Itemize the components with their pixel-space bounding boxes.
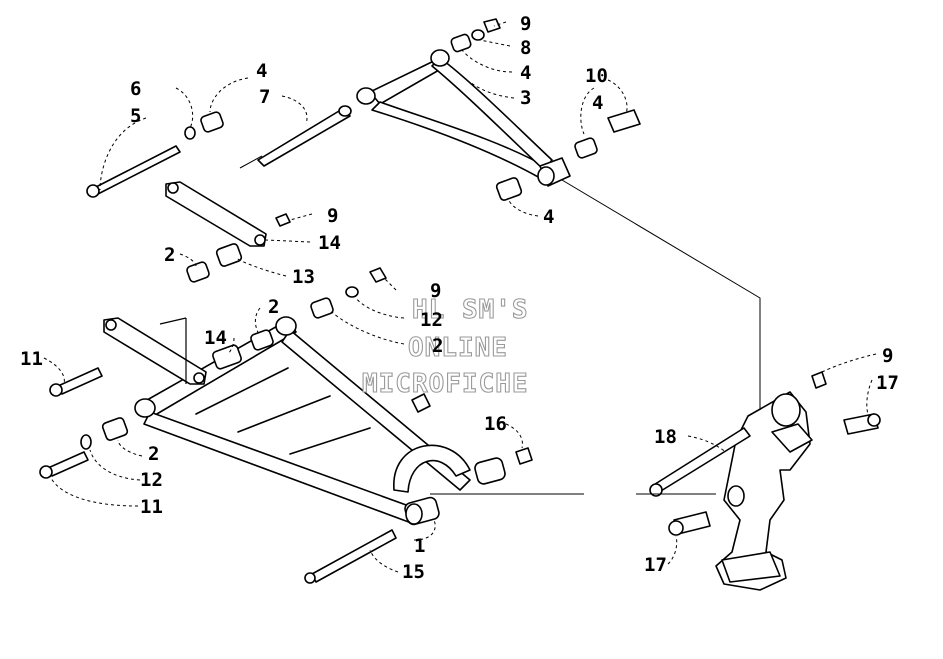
callout-15[interactable]: 15 <box>402 561 425 583</box>
upper-a-arm <box>356 49 571 187</box>
watermark: HL SM'S ONLINE MICROFICHE <box>361 294 529 399</box>
callout-9[interactable]: 9 <box>327 205 338 227</box>
callout-3[interactable]: 3 <box>520 87 531 109</box>
callout-10[interactable]: 10 <box>585 65 608 87</box>
callout-14[interactable]: 14 <box>318 232 341 254</box>
callout-9[interactable]: 9 <box>430 280 441 302</box>
lower-link <box>103 317 207 385</box>
lower-arm-hardware <box>39 267 533 584</box>
callout-12[interactable]: 12 <box>140 469 163 491</box>
callout-11[interactable]: 11 <box>140 496 163 518</box>
callout-16[interactable]: 16 <box>484 413 507 435</box>
watermark-line-1: HL SM'S <box>412 295 529 325</box>
assembly-guide-lines <box>239 155 761 495</box>
leader-lines <box>43 21 877 573</box>
callout-9[interactable]: 9 <box>882 345 893 367</box>
callout-2[interactable]: 2 <box>164 244 175 266</box>
callout-8[interactable]: 8 <box>520 37 531 59</box>
callout-14[interactable]: 14 <box>204 327 227 349</box>
callout-7[interactable]: 7 <box>259 86 270 108</box>
callout-12[interactable]: 12 <box>420 309 443 331</box>
callout-17[interactable]: 17 <box>876 372 899 394</box>
callout-4[interactable]: 4 <box>520 62 531 84</box>
callout-2[interactable]: 2 <box>432 335 443 357</box>
callout-6[interactable]: 6 <box>130 78 141 100</box>
callout-13[interactable]: 13 <box>292 266 315 288</box>
upper-arm-hardware <box>86 18 641 201</box>
bushings-upper <box>186 243 243 283</box>
callout-2[interactable]: 2 <box>148 443 159 465</box>
callout-4[interactable]: 4 <box>256 60 267 82</box>
callout-1[interactable]: 1 <box>414 535 425 557</box>
callout-18[interactable]: 18 <box>654 426 677 448</box>
callout-labels: 9 8 4 3 4 6 7 5 10 4 4 9 14 2 13 9 2 12 … <box>20 13 899 583</box>
callout-17[interactable]: 17 <box>644 554 667 576</box>
watermark-line-3: MICROFICHE <box>362 369 529 399</box>
callout-4[interactable]: 4 <box>543 206 554 228</box>
callout-2[interactable]: 2 <box>268 296 279 318</box>
callout-11[interactable]: 11 <box>20 348 43 370</box>
watermark-line-2: ONLINE <box>408 333 508 363</box>
spindle <box>649 371 881 591</box>
callout-4[interactable]: 4 <box>592 92 603 114</box>
upper-link <box>165 181 291 247</box>
callout-9[interactable]: 9 <box>520 13 531 35</box>
callout-5[interactable]: 5 <box>130 105 141 127</box>
